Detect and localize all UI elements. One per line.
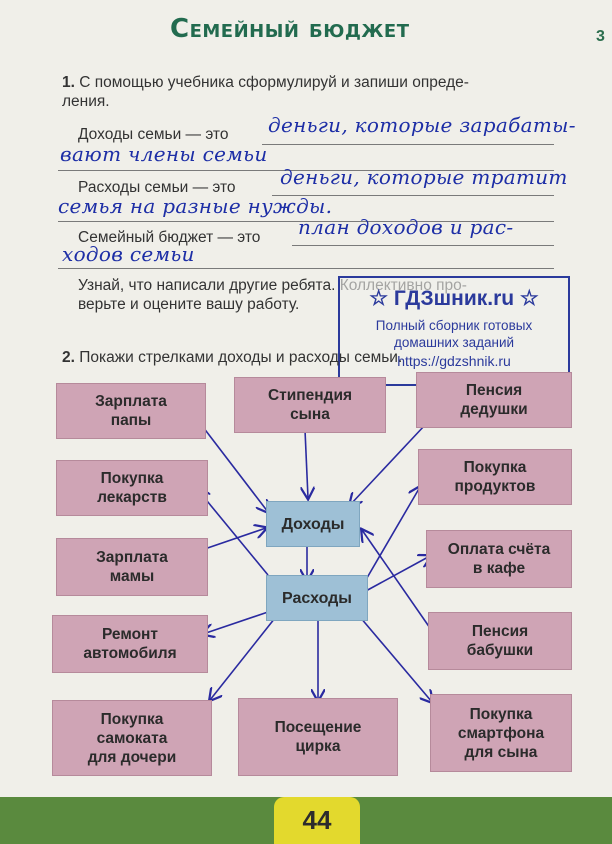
answer-line xyxy=(58,170,554,171)
page-footer: 44 xyxy=(0,797,612,844)
box-zarplata-papy: Зарплата папы xyxy=(56,383,206,439)
arrow-expense-lekarstva xyxy=(198,490,269,576)
box-kafe: Оплата счёта в кафе xyxy=(426,530,572,588)
answer-line xyxy=(58,221,554,222)
task2-prompt: 2. Покажи стрелками доходы и расходы сем… xyxy=(62,348,402,367)
box-tsirk: Посещение цирка xyxy=(238,698,398,776)
arrow-expense-produkty xyxy=(363,487,420,584)
stamp-line1: Полный сборник готовых xyxy=(375,318,533,333)
income-label: Доходы семьи — это xyxy=(78,126,229,143)
budget-answer-2: ходов семьи xyxy=(62,242,195,266)
stamp-url: https://gdzshnik.ru xyxy=(397,353,511,369)
stamp-line2: домашних заданий xyxy=(393,335,515,350)
page-number-badge: 44 xyxy=(274,797,360,844)
expense-label: Расходы семьи — это xyxy=(78,179,236,196)
answer-line xyxy=(292,245,554,246)
page-title: Семейный бюджет xyxy=(170,14,410,44)
income-answer-1: деньги, которые зарабаты- xyxy=(268,113,576,137)
expense-center-box: Расходы xyxy=(266,575,368,621)
expense-answer-2: семья на разные нужды. xyxy=(58,194,333,218)
box-stipendiya: Стипендия сына xyxy=(234,377,386,433)
expense-answer-1: деньги, которые тратит xyxy=(280,165,568,189)
gdzshnik-stamp: ☆ ГДЗшник.ru ☆ Полный сборник готовых до… xyxy=(338,276,570,386)
arrow-pensiya-dedushki-income xyxy=(350,424,426,505)
answer-line xyxy=(272,195,554,196)
task2-number: 2. xyxy=(62,349,75,366)
income-center-box: Доходы xyxy=(266,501,360,547)
box-samokat: Покупка самоката для дочери xyxy=(52,700,212,776)
corner-page-number: 3 xyxy=(596,28,605,45)
budget-answer-1: план доходов и рас- xyxy=(298,215,514,239)
box-zarplata-mamy: Зарплата мамы xyxy=(56,538,208,596)
task1-prompt: 1. С помощью учебника сформулируй и запи… xyxy=(62,73,469,111)
answer-line xyxy=(58,268,554,269)
arrow-stipendiya-income xyxy=(305,429,308,498)
arrow-expense-kafe xyxy=(363,556,430,593)
arrow-zarplata-papy-income xyxy=(202,426,268,512)
arrow-expense-smartfon xyxy=(359,616,432,702)
task1-prompt-line2: ления. xyxy=(62,93,110,110)
arrow-expense-samokat xyxy=(210,617,276,700)
box-pensiya-babushki: Пенсия бабушки xyxy=(428,612,572,670)
stamp-brand: ☆ ГДЗшник.ru ☆ xyxy=(369,287,539,310)
task1-number: 1. xyxy=(62,74,75,91)
arrow-expense-remont xyxy=(203,611,269,634)
task1-prompt-line1: С помощью учебника сформулируй и запиши … xyxy=(79,74,469,91)
box-pensiya-dedushki: Пенсия дедушки xyxy=(416,372,572,428)
box-produkty: Покупка продуктов xyxy=(418,449,572,505)
answer-line xyxy=(262,144,554,145)
box-lekarstva: Покупка лекарств xyxy=(56,460,208,516)
task2-text: Покажи стрелками доходы и расходы семьи. xyxy=(79,349,403,366)
box-smartfon: Покупка смартфона для сына xyxy=(430,694,572,772)
box-remont: Ремонт автомобиля xyxy=(52,615,208,673)
arrow-pensiya-babushki-income xyxy=(362,530,431,629)
budget-label: Семейный бюджет — это xyxy=(78,229,261,246)
income-answer-2: вают члены семьи xyxy=(60,142,268,166)
task1-followup-line2: верьте и оцените вашу работу. xyxy=(78,296,300,313)
